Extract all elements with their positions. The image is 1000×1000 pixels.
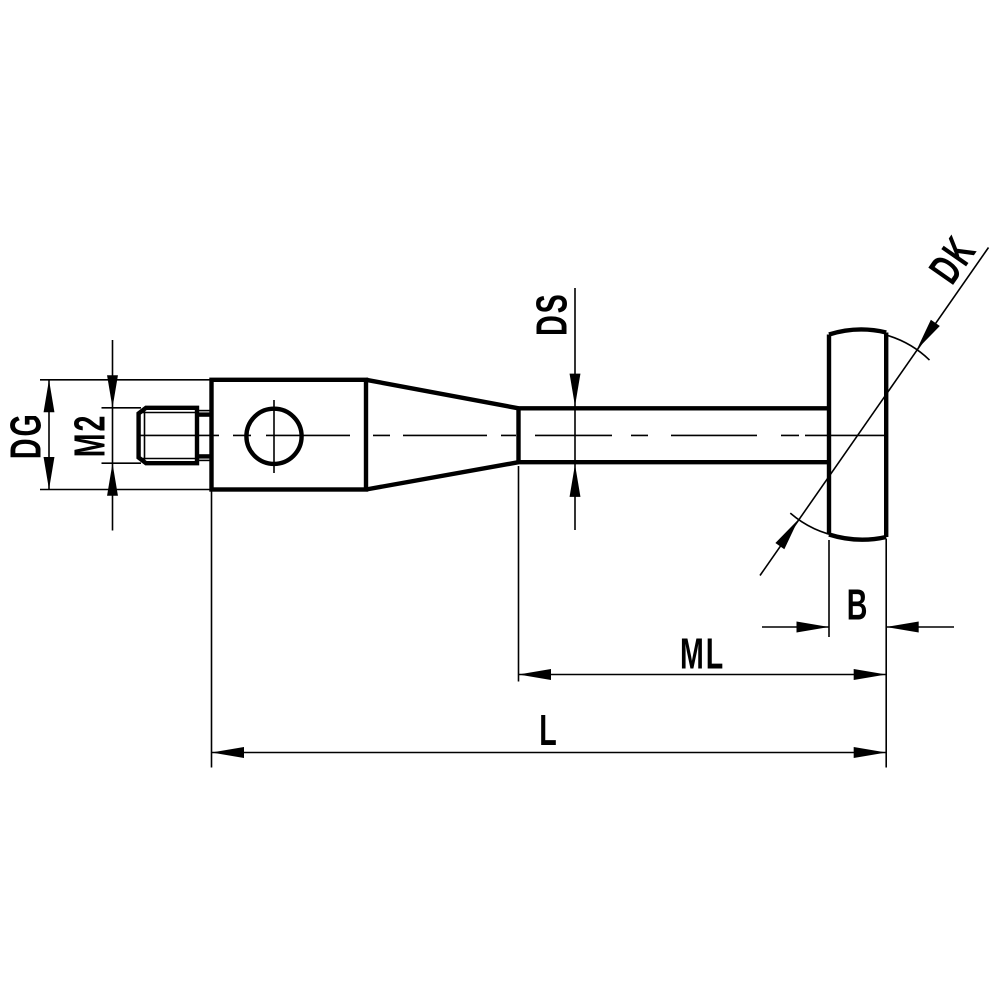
svg-text:L: L <box>539 705 558 755</box>
svg-text:DG: DG <box>0 412 50 459</box>
svg-text:M2: M2 <box>64 414 114 458</box>
svg-text:ML: ML <box>680 628 725 678</box>
svg-text:DS: DS <box>526 292 576 336</box>
svg-text:B: B <box>847 579 870 629</box>
